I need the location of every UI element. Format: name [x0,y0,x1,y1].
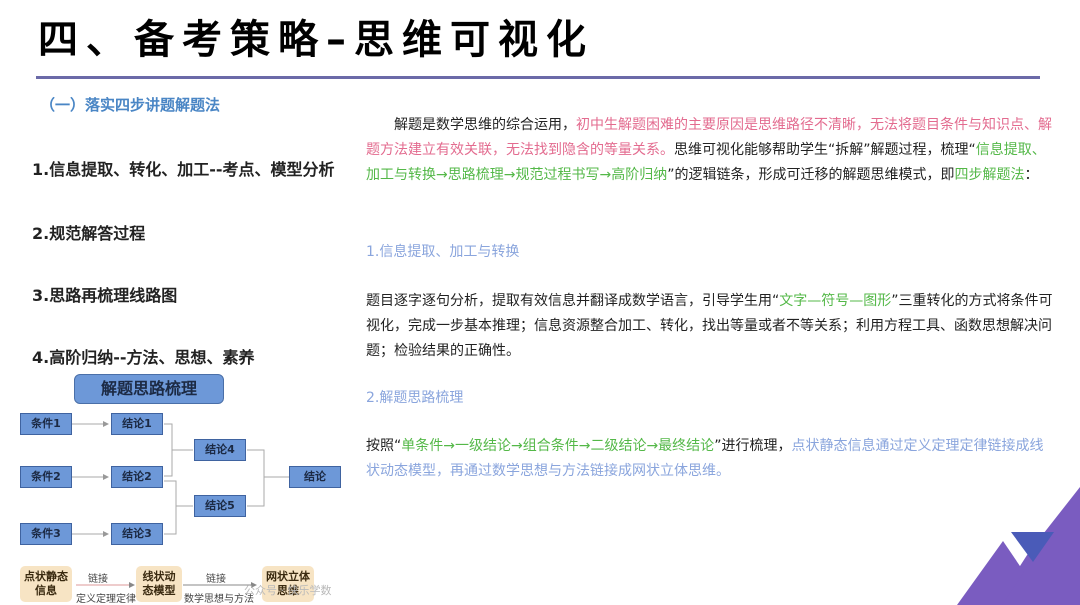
section1-highlight: 文字—符号—图形 [779,293,892,309]
conclusion-3: 结论3 [111,523,163,545]
step-1: 1.信息提取、转化、加工--考点、模型分析 [32,160,335,179]
condition-2: 条件2 [20,466,72,488]
link1-bottom-label: 定义定理定律 [76,594,136,605]
stage-line-dynamic-model: 线状动 态模型 [136,566,182,602]
intro-text-4: ： [1024,167,1039,183]
corner-decoration-icon [957,475,1080,605]
stage1-line2: 信息 [35,584,57,597]
section2-highlight-green: 单条件→一级结论→组合条件→二级结论→最终结论 [401,438,715,454]
link2-top-label: 链接 [206,574,226,585]
link2-bottom-label: 数学思想与方法 [184,594,254,605]
stage-dot-static-info: 点状静态 信息 [20,566,72,602]
section2-text-2: ”进行梳理， [714,438,792,454]
stage3-line2: 思维 [277,584,299,597]
intro-text-2: 思维可视化能够帮助学生“拆解”解题过程，梳理“ [674,142,976,158]
condition-3: 条件3 [20,523,72,545]
step-3: 3.思路再梳理线路图 [32,286,178,305]
section2-heading: 2.解题思路梳理 [366,390,464,406]
stage2-line2: 态模型 [142,584,176,597]
link1-top-label: 链接 [88,574,108,585]
section1-text-2: ”三重转化的方式将条件可视化，完成一步基本推理；信息资源整合加工、转化，找出等量… [366,293,1053,359]
intro-paragraph: 解题是数学思维的综合运用，初中生解题困难的主要原因是思维路径不清晰，无法将题目条… [366,113,1056,188]
conclusion-5: 结论5 [194,495,246,517]
condition-1: 条件1 [20,413,72,435]
diagram-connectors [72,421,289,588]
section2-text-1: 按照“ [366,438,402,454]
intro-highlight-chain: 信息提取、加工与转换→思路梳理→规范过程书写→高阶归纳 [366,142,1046,183]
section2-highlight-blue: 点状静态信息通过定义定理定律链接成线状动态模型，再通过数学思想与方法链接成网状立… [366,438,1044,479]
stage1-line1: 点状静态 [24,570,68,583]
conclusion-2: 结论2 [111,466,163,488]
title-divider [36,76,1040,79]
intro-text-1: 解题是数学思维的综合运用， [394,117,576,133]
conclusion-4: 结论4 [194,439,246,461]
final-conclusion: 结论 [289,466,341,488]
conclusion-1: 结论1 [111,413,163,435]
stage-network-thinking: 网状立体 思维 [262,566,314,602]
intro-highlight-method: 四步解题法 [954,167,1025,183]
section1-paragraph: 题目逐字逐句分析，提取有效信息并翻译成数学语言，引导学生用“文字—符号—图形”三… [366,289,1056,364]
section1-heading: 1.信息提取、加工与转换 [366,244,520,260]
section2-paragraph: 按照“单条件→一级结论→组合条件→二级结论→最终结论”进行梳理，点状静态信息通过… [366,434,1056,484]
intro-text-3: ”的逻辑链条，形成可迁移的解题思维模式，即 [667,167,955,183]
page-title: 四、备考策略–思维可视化 [38,17,594,63]
step-4: 4.高阶归纳--方法、思想、素养 [32,348,255,367]
watermark: 公众号 · 快乐学数 [244,584,332,597]
section1-text-1: 题目逐字逐句分析，提取有效信息并翻译成数学语言，引导学生用“ [366,293,780,309]
step-2: 2.规范解答过程 [32,224,146,243]
intro-highlight-pink: 初中生解题困难的主要原因是思维路径不清晰，无法将题目条件与知识点、解题方法建立有… [366,117,1052,158]
diagram-title: 解题思路梳理 [74,374,224,404]
section-subheading: （一）落实四步讲题解题法 [40,96,221,114]
stage2-line1: 线状动 [142,570,176,583]
stage3-line1: 网状立体 [266,570,310,583]
